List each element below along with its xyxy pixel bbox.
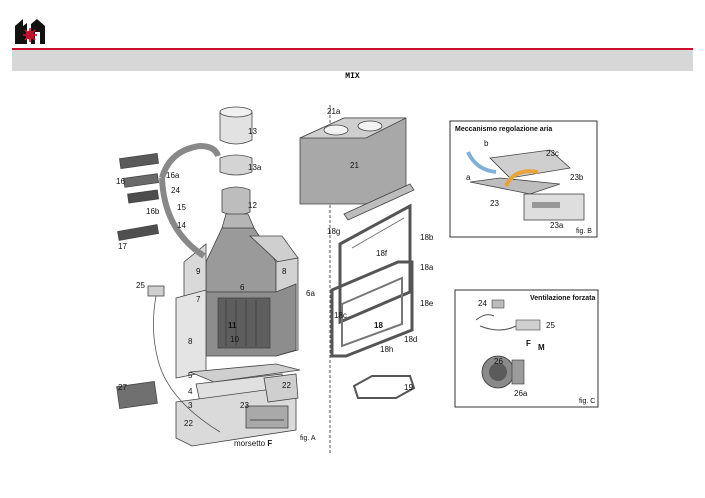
svg-text:6a: 6a — [306, 289, 315, 298]
svg-text:b: b — [484, 139, 489, 148]
svg-text:7: 7 — [196, 295, 201, 304]
svg-text:22: 22 — [282, 381, 291, 390]
door-and-hood-assembly — [299, 117, 416, 399]
inset-c-caption: fig. C — [579, 398, 595, 405]
svg-text:18f: 18f — [376, 249, 388, 258]
svg-text:27: 27 — [118, 383, 127, 392]
svg-text:18d: 18d — [404, 335, 417, 344]
svg-text:18e: 18e — [420, 299, 434, 308]
svg-text:26: 26 — [494, 357, 503, 366]
svg-text:22: 22 — [184, 419, 193, 428]
svg-text:8: 8 — [188, 337, 193, 346]
svg-text:5: 5 — [188, 371, 193, 380]
svg-text:M: M — [538, 343, 545, 352]
svg-text:23: 23 — [240, 401, 249, 410]
svg-text:18g: 18g — [327, 227, 340, 236]
svg-text:11: 11 — [228, 321, 237, 330]
svg-text:23c: 23c — [546, 149, 559, 158]
svg-text:F: F — [526, 339, 531, 348]
inset-b-title: Meccanismo regolazione aria — [455, 126, 552, 133]
morsetto-label: morsetto — [234, 439, 266, 448]
inset-fig-c: Ventilazione forzata 24 25 F M 26 26a fi… — [454, 289, 599, 408]
svg-text:morsetto F: morsetto F — [234, 439, 272, 448]
inset-c-title: Ventilazione forzata — [530, 295, 595, 302]
svg-text:18: 18 — [374, 321, 383, 330]
svg-text:25: 25 — [136, 281, 145, 290]
svg-text:18a: 18a — [420, 263, 434, 272]
svg-text:21a: 21a — [327, 107, 341, 116]
svg-text:6: 6 — [240, 283, 245, 292]
svg-text:12: 12 — [248, 201, 257, 210]
svg-text:16a: 16a — [166, 171, 180, 180]
svg-text:23a: 23a — [550, 221, 564, 230]
svg-text:13: 13 — [248, 127, 257, 136]
header-red-line — [12, 48, 693, 50]
svg-text:25: 25 — [546, 321, 555, 330]
svg-text:19: 19 — [404, 383, 413, 392]
morsetto-letter: F — [267, 439, 272, 448]
svg-text:18c: 18c — [334, 311, 347, 320]
fireplace-assembly — [116, 106, 301, 447]
svg-text:14: 14 — [177, 221, 186, 230]
inset-fig-b: Meccanismo regolazione aria b 23c a 23b … — [449, 120, 598, 238]
page-title: MIX — [345, 72, 360, 81]
svg-text:17: 17 — [118, 242, 127, 251]
svg-text:15: 15 — [177, 203, 186, 212]
fig-a-labels: 13 13a 12 14 15 16 16a 16b 24 17 25 9 8 … — [116, 127, 316, 448]
svg-text:18b: 18b — [420, 233, 434, 242]
door-labels: 21a 21 18g 18b 18f 18a 18c 18e 18 18d 18… — [327, 107, 434, 392]
svg-text:a: a — [466, 173, 471, 182]
svg-text:16: 16 — [116, 177, 125, 186]
svg-text:4: 4 — [188, 387, 193, 396]
inset-b-caption: fig. B — [576, 228, 592, 235]
svg-text:13a: 13a — [248, 163, 262, 172]
svg-text:23b: 23b — [570, 173, 584, 182]
fig-a-caption: fig. A — [300, 435, 316, 442]
svg-text:24: 24 — [478, 299, 487, 308]
svg-text:16b: 16b — [146, 207, 160, 216]
svg-text:24: 24 — [171, 186, 180, 195]
company-logo-icon — [15, 19, 45, 44]
svg-text:23: 23 — [490, 199, 499, 208]
svg-text:8: 8 — [282, 267, 287, 276]
svg-text:21: 21 — [350, 161, 359, 170]
header-gray-bar — [12, 50, 693, 71]
svg-text:18h: 18h — [380, 345, 393, 354]
svg-text:9: 9 — [196, 267, 201, 276]
svg-text:26a: 26a — [514, 389, 528, 398]
svg-text:10: 10 — [230, 335, 239, 344]
svg-text:3: 3 — [188, 401, 193, 410]
